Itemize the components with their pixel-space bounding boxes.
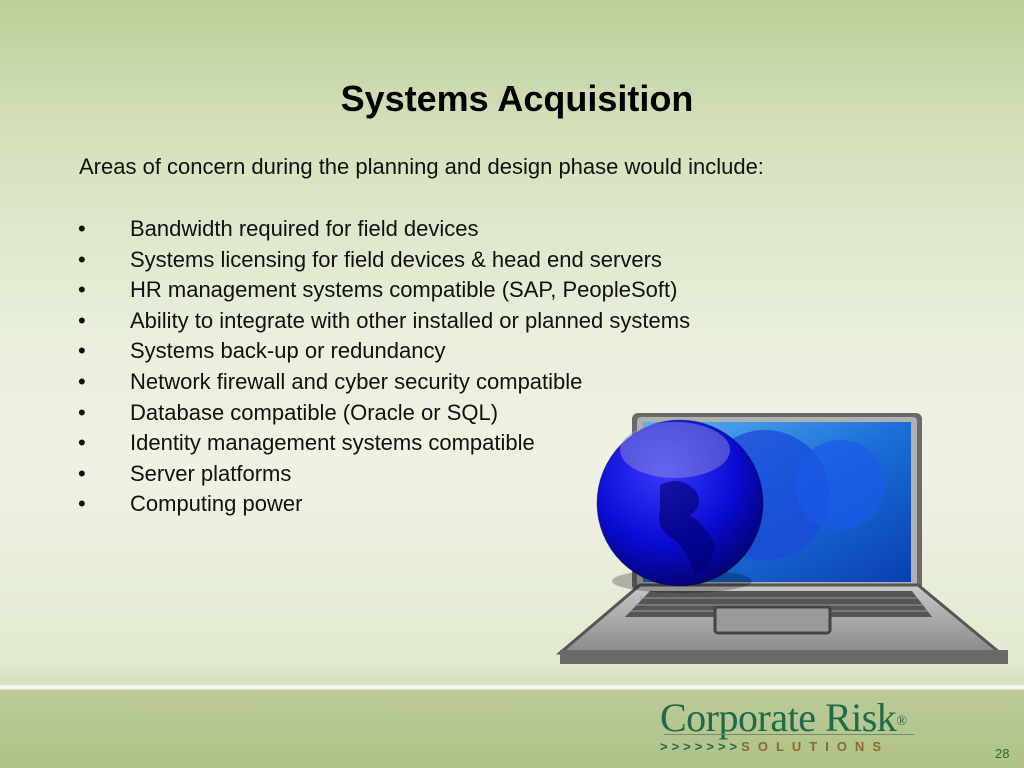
list-item: • Server platforms: [78, 459, 690, 490]
bullet-dot: •: [78, 216, 86, 241]
bullet-text: HR management systems compatible (SAP, P…: [130, 277, 678, 303]
bullet-dot: •: [78, 430, 86, 456]
list-item: • Bandwidth required for field devices: [78, 214, 690, 245]
bullet-text: Ability to integrate with other installe…: [130, 307, 691, 333]
bullet-dot: •: [78, 491, 86, 517]
page-number: 28: [995, 746, 1010, 761]
logo-registered: ®: [896, 714, 907, 729]
footer-band: [0, 690, 1024, 768]
list-item: • Computing power: [78, 489, 690, 520]
list-item: • Network firewall and cyber security com…: [78, 367, 690, 398]
bullet-text: Bandwidth required for field devices: [130, 216, 479, 241]
bullet-text: Computing power: [130, 491, 303, 517]
footer-divider: [0, 684, 1024, 690]
company-logo: Corporate Risk® >>>>>>>SOLUTIONS: [660, 695, 914, 754]
bullet-text: Network firewall and cyber security comp…: [130, 368, 583, 394]
bullet-dot: •: [78, 277, 86, 303]
bullet-text: Systems back-up or redundancy: [130, 338, 446, 364]
bullet-list: • Bandwidth required for field devices • S…: [78, 214, 690, 520]
bullet-dot: •: [78, 399, 86, 425]
bullet-dot: •: [78, 368, 86, 394]
slide-intro: Areas of concern during the planning and…: [79, 154, 764, 179]
bullet-dot: •: [78, 338, 86, 364]
list-item: • Identity management systems compatible: [78, 428, 690, 459]
list-item: • HR management systems compatible (SAP, …: [78, 275, 690, 306]
laptop-globe-illustration: [555, 413, 1008, 664]
bullet-dot: •: [78, 460, 86, 486]
list-item: • Systems licensing for field devices & h…: [78, 245, 690, 276]
list-item: • Database compatible (Oracle or SQL): [78, 398, 690, 429]
list-item: • Ability to integrate with other install…: [78, 306, 690, 337]
bullet-dot: •: [78, 246, 86, 272]
logo-sub: SOLUTIONS: [741, 739, 889, 754]
bullet-text: Identity management systems compatible: [130, 430, 535, 456]
logo-arrows: >>>>>>>: [660, 739, 742, 754]
bullet-text: Database compatible (Oracle or SQL): [130, 399, 499, 425]
bullet-text: Server platforms: [130, 460, 292, 486]
slide-title: Systems Acquisition: [340, 78, 694, 119]
logo-rule: [664, 734, 914, 735]
logo-name: Corporate Risk: [660, 695, 897, 740]
bullet-text: Systems licensing for field devices & he…: [130, 246, 662, 272]
list-item: • Systems back-up or redundancy: [78, 336, 690, 367]
bullet-dot: •: [78, 307, 86, 333]
